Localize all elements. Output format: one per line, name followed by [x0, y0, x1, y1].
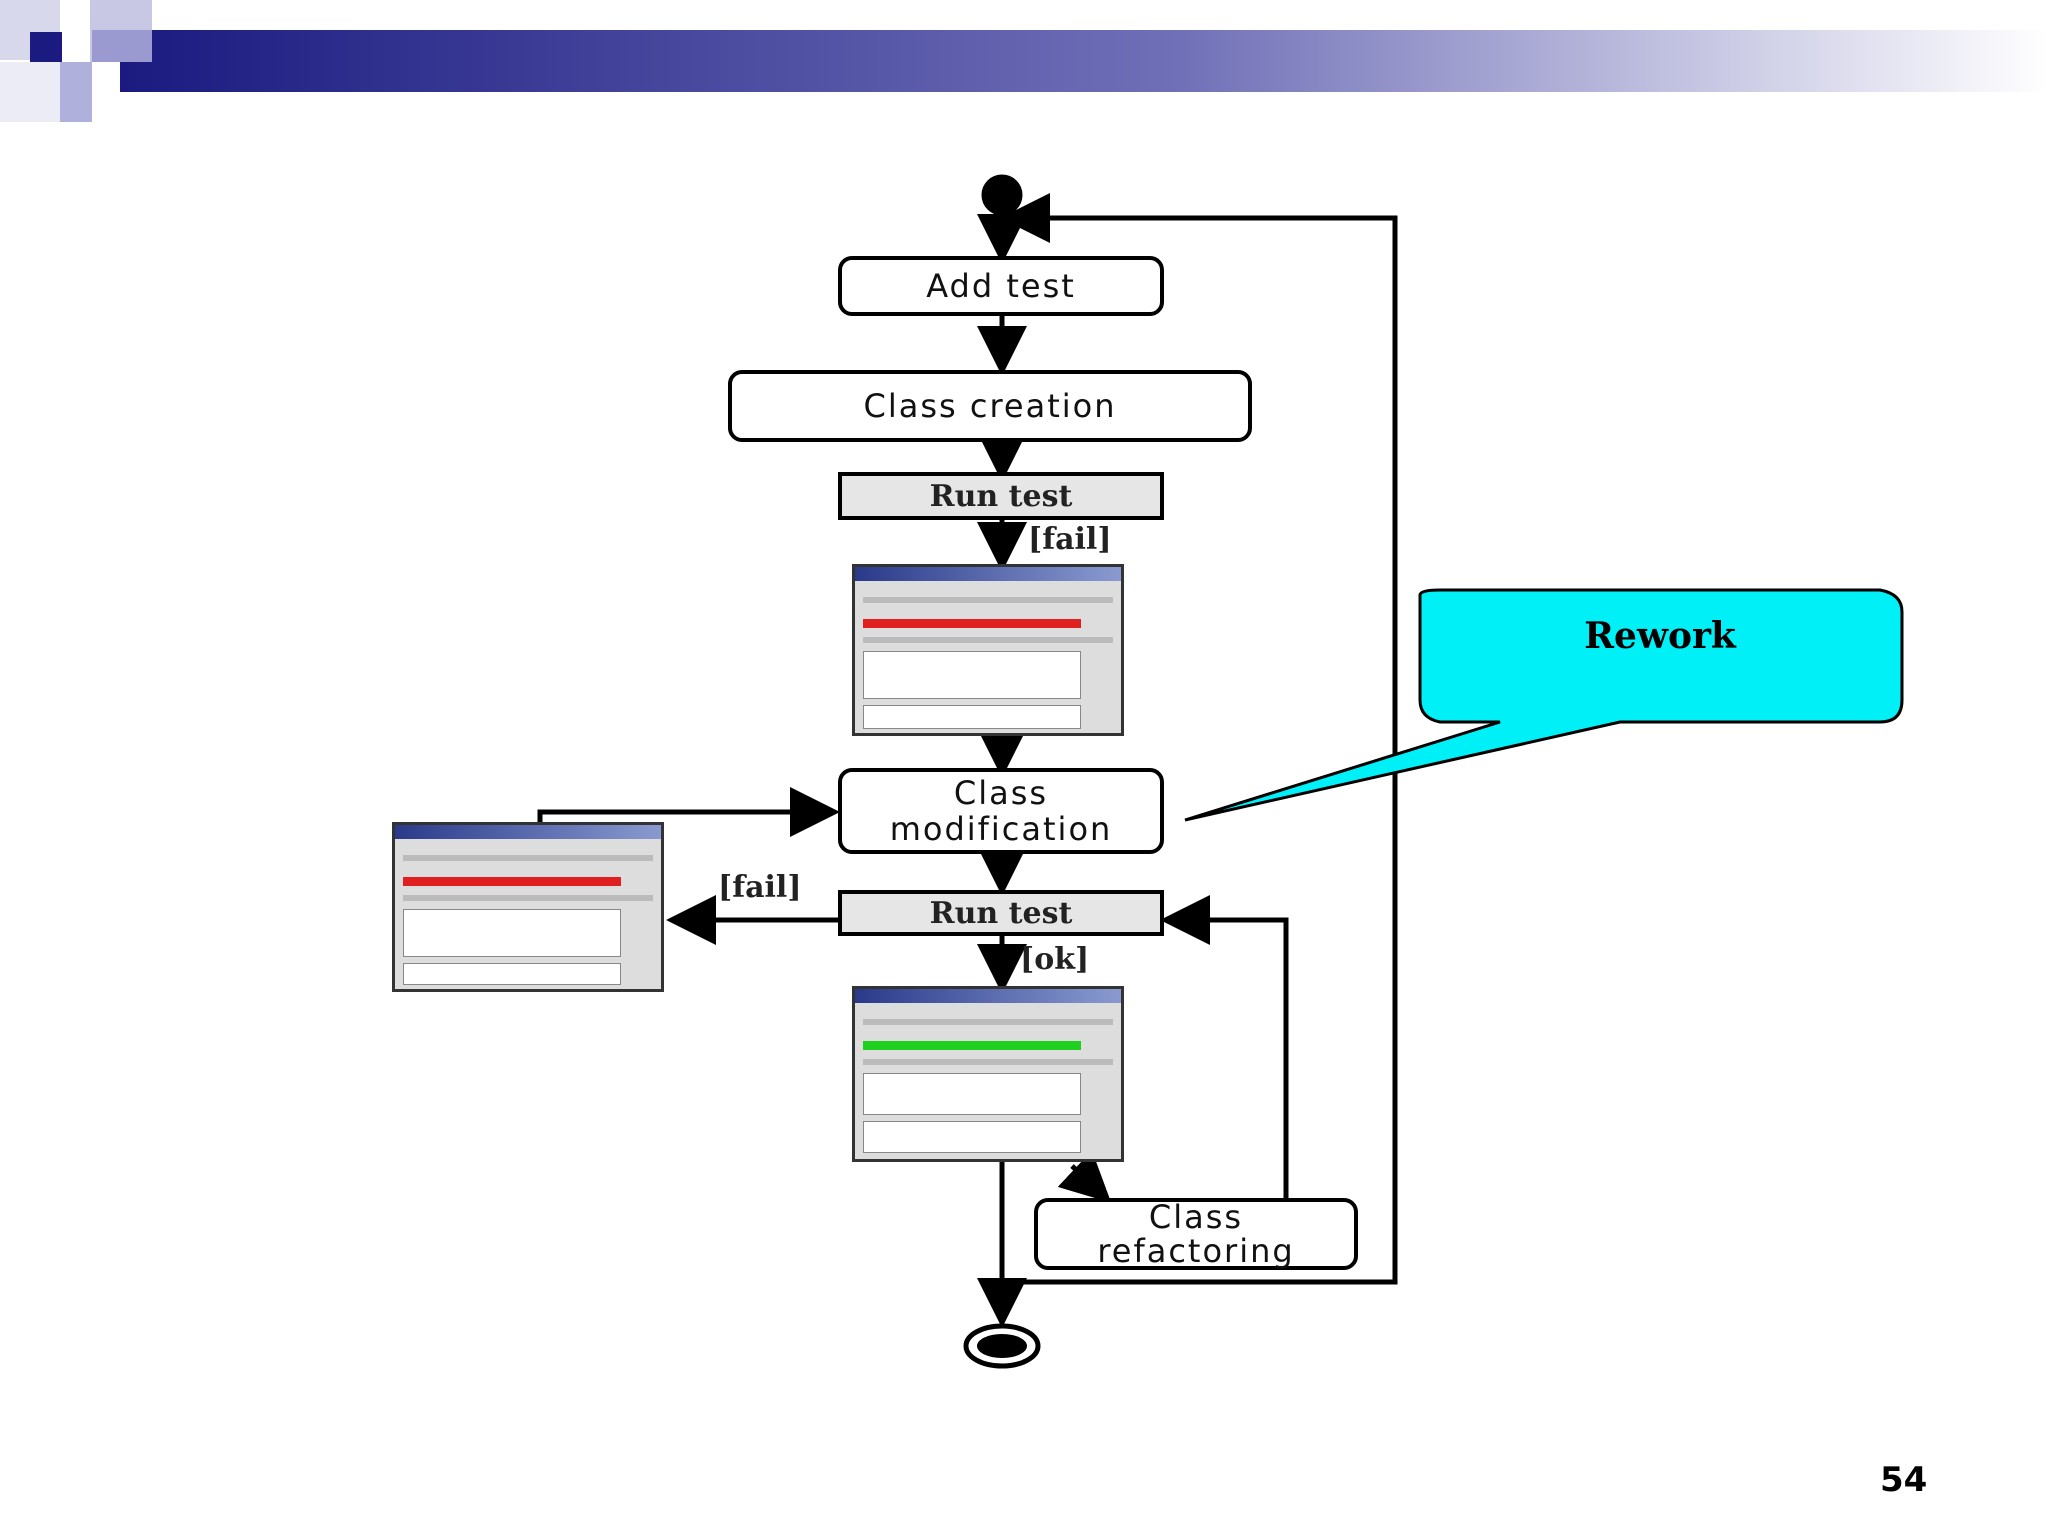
arrow-leftshot-to-modification: [537, 787, 840, 837]
screenshot-row: [403, 895, 653, 901]
screenshot-titlebar: [395, 825, 661, 839]
screenshot-row: [403, 855, 653, 861]
screenshot-pane: [403, 909, 621, 957]
guard-ok: [ok]: [1020, 942, 1090, 977]
header-square: [0, 62, 60, 122]
guard-fail-1: [fail]: [1028, 522, 1112, 557]
class-refactoring-label-1: Class: [1148, 1198, 1244, 1236]
final-node-inner: [977, 1334, 1027, 1358]
screenshot-pane: [863, 651, 1081, 699]
guard-fail-2: [fail]: [718, 870, 802, 905]
header-square: [60, 62, 92, 122]
initial-node: [981, 174, 1023, 216]
class-refactoring-node: Class refactoring: [1034, 1198, 1358, 1270]
run-test-label-2: Run test: [929, 895, 1073, 931]
run-test-label-1: Run test: [929, 478, 1073, 514]
arrow-loop-to-start: [1000, 193, 1398, 1285]
add-test-node: Add test: [838, 256, 1164, 316]
screenshot-fail-bar: [863, 619, 1081, 628]
class-modification-label-2: modification: [889, 810, 1113, 848]
header-bar: [120, 30, 2048, 92]
arrow-okshot-to-refactoring: [1057, 1150, 1112, 1203]
screenshot-row: [863, 1059, 1113, 1065]
class-creation-label: Class creation: [863, 387, 1117, 425]
junit-fail-screenshot-left: [392, 822, 664, 992]
class-refactoring-label-2: refactoring: [1097, 1232, 1295, 1270]
page-number: 54: [1880, 1460, 1928, 1500]
header-square: [30, 32, 62, 62]
screenshot-pane: [863, 705, 1081, 729]
screenshot-pane: [863, 1073, 1081, 1115]
rework-callout-text: Rework: [1584, 615, 1736, 657]
arrow-refactoring-to-run: [1160, 895, 1289, 1202]
screenshot-titlebar: [855, 567, 1121, 581]
add-test-label: Add test: [926, 267, 1076, 305]
screenshot-ok-bar: [863, 1041, 1081, 1050]
screenshot-row: [863, 637, 1113, 643]
class-creation-node: Class creation: [728, 370, 1252, 442]
final-node: [963, 1323, 1041, 1369]
rework-callout-shape: [1184, 588, 1904, 822]
header-square: [92, 30, 152, 62]
header-decoration: [0, 0, 2048, 122]
run-test-node-1: Run test: [838, 472, 1164, 520]
screenshot-fail-bar: [403, 877, 621, 886]
screenshot-row: [863, 1019, 1113, 1025]
class-modification-label-1: Class: [953, 774, 1049, 812]
class-modification-node: Class modification: [838, 768, 1164, 854]
screenshot-pane: [403, 963, 621, 985]
junit-fail-screenshot: [852, 564, 1124, 736]
screenshot-pane: [863, 1121, 1081, 1153]
screenshot-titlebar: [855, 989, 1121, 1003]
run-test-node-2: Run test: [838, 890, 1164, 936]
junit-ok-screenshot: [852, 986, 1124, 1162]
screenshot-row: [863, 597, 1113, 603]
